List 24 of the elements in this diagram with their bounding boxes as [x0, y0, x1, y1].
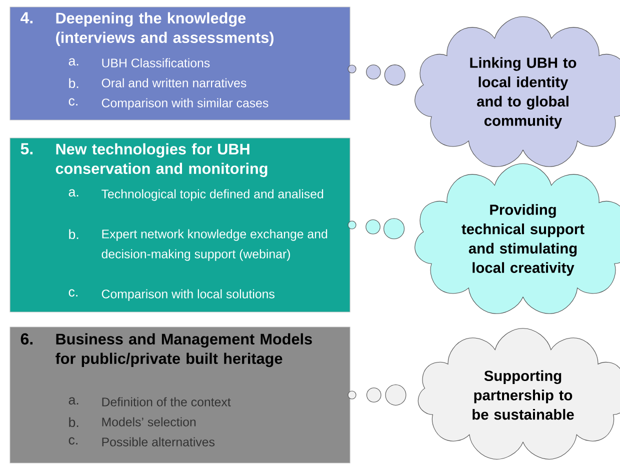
item-text: Expert network knowledge exchange and decision-making support (webinar)	[102, 229, 328, 261]
heading: Deepening the knowledge (interviews and assessments)	[56, 12, 274, 46]
item-number: 6.	[20, 333, 32, 345]
item-letter: a.	[68, 397, 78, 405]
item-text: Definition of the context	[102, 397, 231, 406]
item-letter: a.	[68, 189, 78, 197]
item-number: 4.	[20, 12, 32, 24]
heading: New technologies for UBH conservation and monitoring	[56, 143, 268, 178]
item-number: 5.	[20, 143, 32, 154]
item-text: Comparison with similar cases	[102, 98, 268, 110]
item-text: Models’ selection	[102, 417, 196, 426]
item-letter: c.	[68, 98, 78, 106]
item-text: Oral and written narratives	[102, 78, 246, 88]
item-letter: c.	[68, 289, 78, 297]
item-text: Technological topic defined and analised	[102, 189, 324, 201]
item-letter: b.	[69, 78, 78, 88]
item-letter: c.	[68, 437, 78, 445]
item-text: Possible alternatives	[102, 437, 215, 446]
heading: Business and Management Models for public/private built heritage	[56, 333, 312, 368]
item-letter: a.	[68, 58, 78, 66]
item-text: UBH Classifications	[102, 58, 210, 68]
item-text: Comparison with local solutions	[102, 289, 274, 301]
item-letter: b.	[69, 229, 78, 240]
item-letter: b.	[69, 417, 78, 428]
